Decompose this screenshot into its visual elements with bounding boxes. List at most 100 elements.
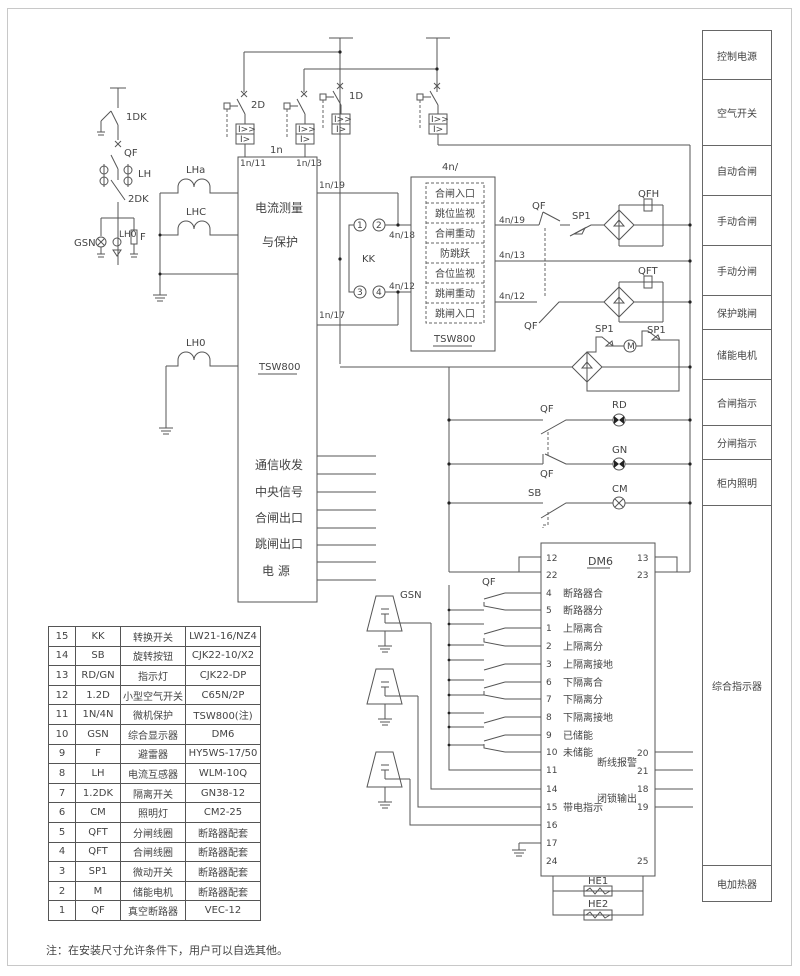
- label-qft: QFT: [638, 266, 658, 277]
- item-number: 3: [48, 861, 76, 882]
- dm6-pin-label: 未储能: [563, 746, 593, 759]
- side-panel-cell: 控制电源: [702, 30, 772, 80]
- label-qf-gn: QF: [540, 469, 554, 480]
- label-f: F: [140, 232, 146, 243]
- label-sp1-close: SP1: [572, 211, 591, 222]
- label-qf-dm6: QF: [482, 577, 496, 588]
- breaker-right: I>> I>: [416, 82, 690, 146]
- label-1d: 1D: [349, 91, 363, 102]
- item-code: GSN: [75, 723, 121, 745]
- label-gn: GN: [612, 445, 627, 456]
- diagram-frame: [7, 8, 792, 966]
- label-qfh: QFH: [638, 189, 659, 200]
- item-name: 微动开关: [120, 861, 186, 882]
- dm6-pin-20: 20: [637, 749, 649, 759]
- item-number: 15: [48, 626, 76, 647]
- dm6-model: DM6: [588, 555, 613, 568]
- side-panel-cell: 保护跳闸: [702, 296, 772, 330]
- item-name: 微机保护: [120, 704, 186, 725]
- relay-1n-output-signal: 中央信号: [255, 484, 303, 499]
- label-kk: KK: [362, 254, 376, 265]
- primary-circuit: [95, 87, 138, 265]
- item-number: 8: [48, 763, 76, 784]
- dm6-pin-label: 下隔离接地: [563, 711, 613, 724]
- item-code: KK: [75, 626, 121, 647]
- terminal-1n-11: 1n/11: [240, 159, 266, 169]
- dm6-pin-14: 14: [546, 785, 558, 795]
- side-panel-cell: 手动分闸: [702, 246, 772, 296]
- dm6-pin-23: 23: [637, 571, 648, 581]
- item-number: 2: [48, 880, 76, 902]
- terminal-1n-13: 1n/13: [296, 159, 322, 169]
- label-lh: LH: [138, 169, 151, 180]
- terminal-4n-12: 4n/12: [499, 292, 525, 302]
- item-number: 13: [48, 665, 76, 686]
- side-panel-cell: 柜内照明: [702, 460, 772, 506]
- kk-contact-4: 4: [376, 288, 382, 298]
- item-name: 指示灯: [120, 665, 186, 686]
- item-number: 6: [48, 802, 76, 823]
- dm6-pin-label: 上隔离接地: [563, 658, 613, 671]
- item-model: DM6: [185, 723, 261, 745]
- motor-circuit: [340, 330, 692, 392]
- label-gsn-primary: GSN: [74, 238, 96, 249]
- side-panel-cell: 综合指示器: [702, 506, 772, 866]
- side-panel-cell: 手动合闸: [702, 196, 772, 246]
- label-lh0: LH0: [186, 338, 205, 349]
- dm6-label-break-alarm: 断线报警: [597, 756, 637, 769]
- relay-1n-output-trip: 跳闸出口: [255, 537, 303, 551]
- dm6-pin-6: 6: [546, 678, 552, 688]
- item-number: 5: [48, 821, 76, 843]
- dm6-pin-label: 上隔离合: [563, 622, 603, 635]
- label-qf-trip: QF: [524, 321, 538, 332]
- item-model: C65N/2P: [185, 684, 261, 706]
- item-number: 10: [48, 723, 76, 745]
- item-code: M: [75, 880, 121, 902]
- item-model: 断路器配套: [185, 880, 261, 902]
- item-number: 14: [48, 645, 76, 667]
- item-model: CJK22-10/X2: [185, 645, 261, 667]
- dm6-pin-2: 2: [546, 642, 552, 652]
- item-code: CM: [75, 802, 121, 823]
- item-number: 11: [48, 704, 76, 725]
- closing-circuit: [495, 198, 692, 247]
- trip-unit-mid-instant: I>>: [298, 125, 316, 135]
- dm6-pin-22: 22: [546, 571, 557, 581]
- label-2d: 2D: [251, 100, 265, 111]
- item-name: 储能电机: [120, 880, 186, 902]
- dm6-pin-7: 7: [546, 695, 552, 705]
- item-model: GN38-12: [185, 782, 261, 804]
- label-lha: LHa: [186, 165, 205, 176]
- item-code: 1.2D: [75, 684, 121, 706]
- item-model: WLM-10Q: [185, 763, 261, 784]
- label-1n: 1n: [270, 145, 283, 156]
- side-panel-cell: 分闸指示: [702, 426, 772, 460]
- item-model: VEC-12: [185, 900, 261, 921]
- item-model: CM2-25: [185, 802, 261, 823]
- item-model: LW21-16/NZ4: [185, 626, 261, 647]
- trip-unit-2d-instant: I>>: [238, 125, 256, 135]
- item-name: 小型空气开关: [120, 684, 186, 706]
- relay-1n-box: [237, 156, 318, 603]
- item-number: 12: [48, 684, 76, 706]
- item-number: 1: [48, 900, 76, 921]
- side-panel-cell: 自动合闸: [702, 146, 772, 196]
- relay-1n-output-lines: [317, 455, 376, 581]
- terminal-4n-19: 4n/19: [499, 216, 525, 226]
- relay-4n-box: [410, 176, 496, 352]
- relay-4n-block: 跳闸重动: [435, 287, 475, 300]
- label-sp1-motor-a: SP1: [595, 324, 614, 335]
- item-code: LH: [75, 763, 121, 784]
- dm6-pin-8: 8: [546, 713, 552, 723]
- dm6-pin-16: 16: [546, 821, 558, 831]
- trip-unit-1d-instant: I>>: [334, 115, 352, 125]
